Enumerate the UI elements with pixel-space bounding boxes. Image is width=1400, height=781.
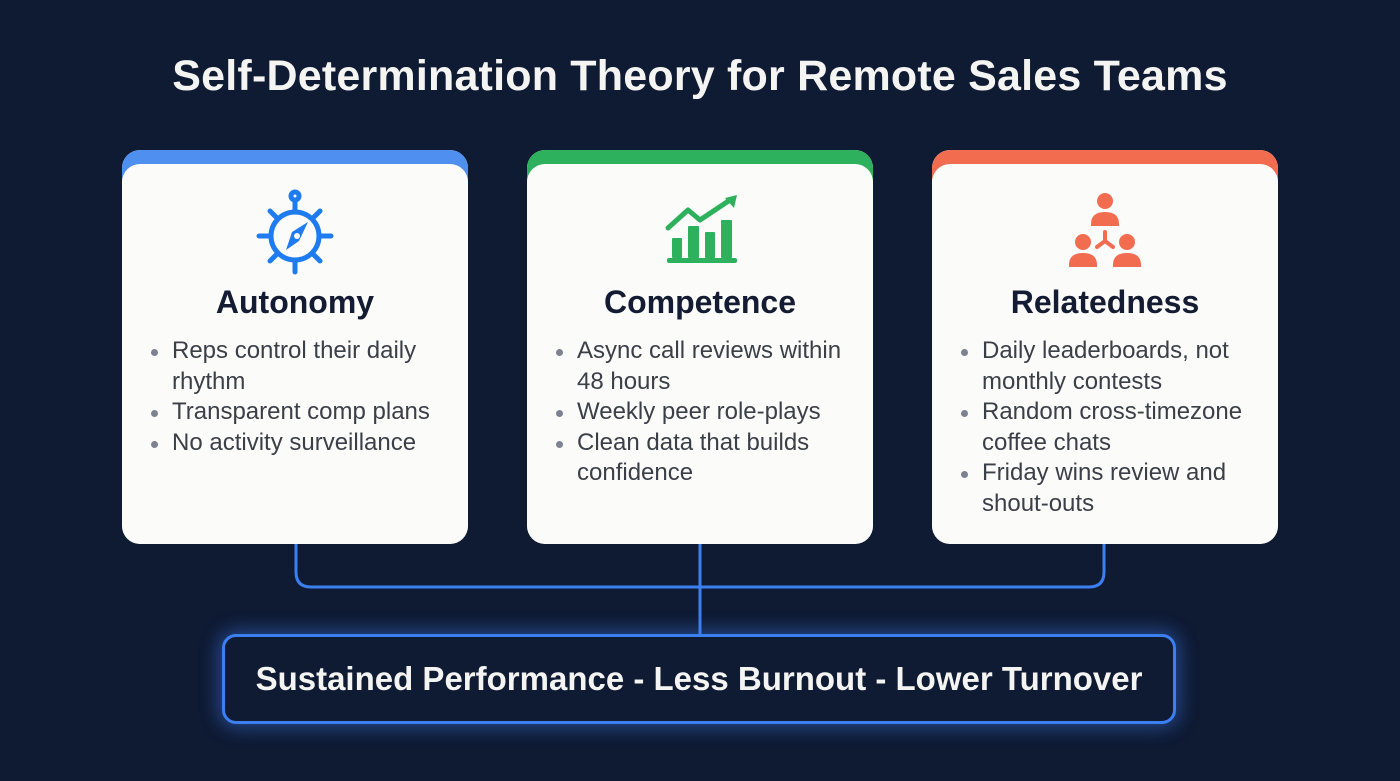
bullet-list: Async call reviews within 48 hours Weekl… (553, 336, 859, 489)
list-item: No activity surveillance (148, 428, 454, 459)
bullet-list: Daily leaderboards, not monthly contests… (958, 336, 1264, 519)
card-relatedness: Relatedness Daily leaderboards, not mont… (932, 150, 1278, 544)
page-title: Self-Determination Theory for Remote Sal… (172, 52, 1228, 100)
list-item: Transparent comp plans (148, 397, 454, 428)
card-autonomy: Autonomy Reps control their daily rhythm… (122, 150, 468, 544)
card-competence: Competence Async call reviews within 48 … (527, 150, 873, 544)
list-item: Friday wins review and shout-outs (958, 458, 1264, 519)
compass-wheel-icon (256, 189, 334, 275)
team-network-icon (1069, 193, 1141, 267)
list-item: Random cross-timezone coffee chats (958, 397, 1264, 458)
list-item: Async call reviews within 48 hours (553, 336, 859, 397)
list-item: Clean data that builds confidence (553, 428, 859, 489)
card-heading: Autonomy (215, 284, 375, 320)
card-heading: Relatedness (1010, 284, 1200, 320)
growth-chart-icon (665, 195, 737, 263)
list-item: Reps control their daily rhythm (148, 336, 454, 397)
list-item: Weekly peer role-plays (553, 397, 859, 428)
outcome-text: Sustained Performance - Less Burnout - L… (255, 660, 1143, 697)
outcome-box: Sustained Performance - Less Burnout - L… (222, 634, 1176, 724)
list-item: Daily leaderboards, not monthly contests (958, 336, 1264, 397)
bullet-list: Reps control their daily rhythm Transpar… (148, 336, 454, 458)
card-heading: Competence (603, 284, 797, 320)
